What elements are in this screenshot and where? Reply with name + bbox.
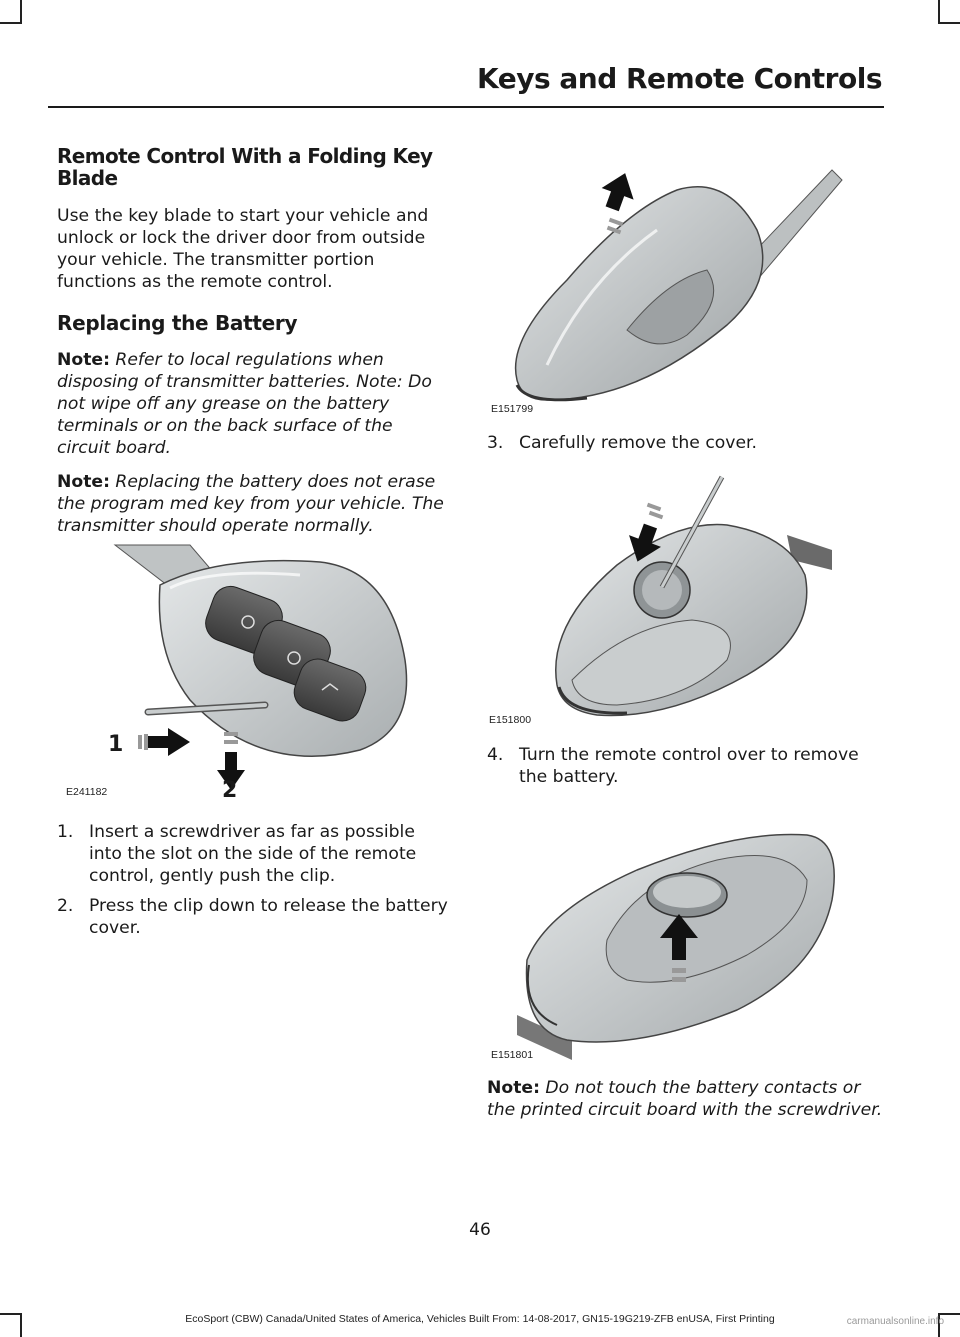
figure-code: E151801: [491, 1049, 534, 1061]
note-label: Note:: [487, 1078, 540, 1098]
section-heading: Remote Control With a Folding Key Blade: [57, 144, 433, 190]
callout-2: 2: [222, 778, 238, 803]
intro-paragraph: Use the key blade to start your vehicle …: [57, 206, 429, 292]
note-text: Replacing the battery does not erase the…: [57, 472, 444, 536]
step-number: 2.: [57, 896, 74, 916]
step-number: 4.: [487, 745, 504, 765]
step-text: Insert a screwdriver as far as possible …: [89, 822, 417, 886]
step-text: Press the clip down to release the batte…: [89, 896, 448, 938]
step-text: Turn the remote control over to remove t…: [519, 745, 859, 787]
note-text: Do not touch the battery contacts or the…: [487, 1078, 883, 1120]
step-3-item: 3. Carefully remove the cover.: [487, 432, 887, 454]
crop-mark: [938, 1313, 940, 1337]
step-number: 3.: [487, 433, 504, 453]
crop-mark: [938, 1313, 960, 1315]
note-label: Note:: [57, 350, 110, 370]
figure-code: E241182: [66, 786, 108, 798]
key-illustration: [113, 544, 408, 790]
step-4: 4. Turn the remote control over to remove…: [487, 744, 887, 788]
header-rule: [48, 106, 884, 108]
page-header-title: Keys and Remote Controls: [477, 62, 882, 95]
left-column: Remote Control With a Folding Key Blade …: [57, 145, 449, 537]
figure-remove-battery: E151801: [487, 800, 887, 1065]
step-3: 3. Carefully remove the cover.: [487, 432, 887, 454]
figure-code: E151799: [491, 403, 534, 415]
crop-mark: [0, 22, 22, 24]
note-label: Note:: [57, 472, 110, 492]
step-2: 2. Press the clip down to release the bat…: [57, 895, 449, 939]
step-text: Carefully remove the cover.: [519, 433, 757, 453]
page-number: 46: [469, 1220, 491, 1240]
subsection-heading: Replacing the Battery: [57, 311, 298, 335]
crop-mark: [20, 1313, 22, 1337]
cover-removal-illustration: [555, 475, 832, 717]
figure-code: E151800: [489, 714, 532, 726]
watermark: carmanualsonline.info: [846, 1316, 944, 1327]
figure-release-clip: E151799: [487, 150, 887, 420]
battery-removal-illustration: [517, 833, 835, 1060]
figure-folding-key: 1 2 E241182: [60, 540, 445, 805]
note-program: Note: Replacing the battery does not era…: [57, 471, 449, 537]
callout-1: 1: [108, 732, 124, 757]
note-text: Refer to local regulations when disposin…: [57, 350, 432, 458]
crop-mark: [20, 0, 22, 24]
step-1: 1. Insert a screwdriver as far as possibl…: [57, 821, 449, 887]
note-disposal: Note: Refer to local regulations when di…: [57, 349, 449, 459]
step-number: 1.: [57, 822, 74, 842]
publication-footer: EcoSport (CBW) Canada/United States of A…: [185, 1313, 775, 1325]
step-4-item: 4. Turn the remote control over to remove…: [487, 744, 887, 788]
key-open-illustration: [514, 169, 843, 402]
crop-mark: [938, 0, 940, 24]
note-contacts: Note: Do not touch the battery contacts …: [487, 1077, 887, 1121]
steps-1-2: 1. Insert a screwdriver as far as possibl…: [57, 821, 449, 939]
crop-mark: [938, 22, 960, 24]
figure-remove-cover: E151800: [487, 475, 887, 730]
crop-mark: [0, 1313, 22, 1315]
right-note: Note: Do not touch the battery contacts …: [487, 1077, 887, 1121]
